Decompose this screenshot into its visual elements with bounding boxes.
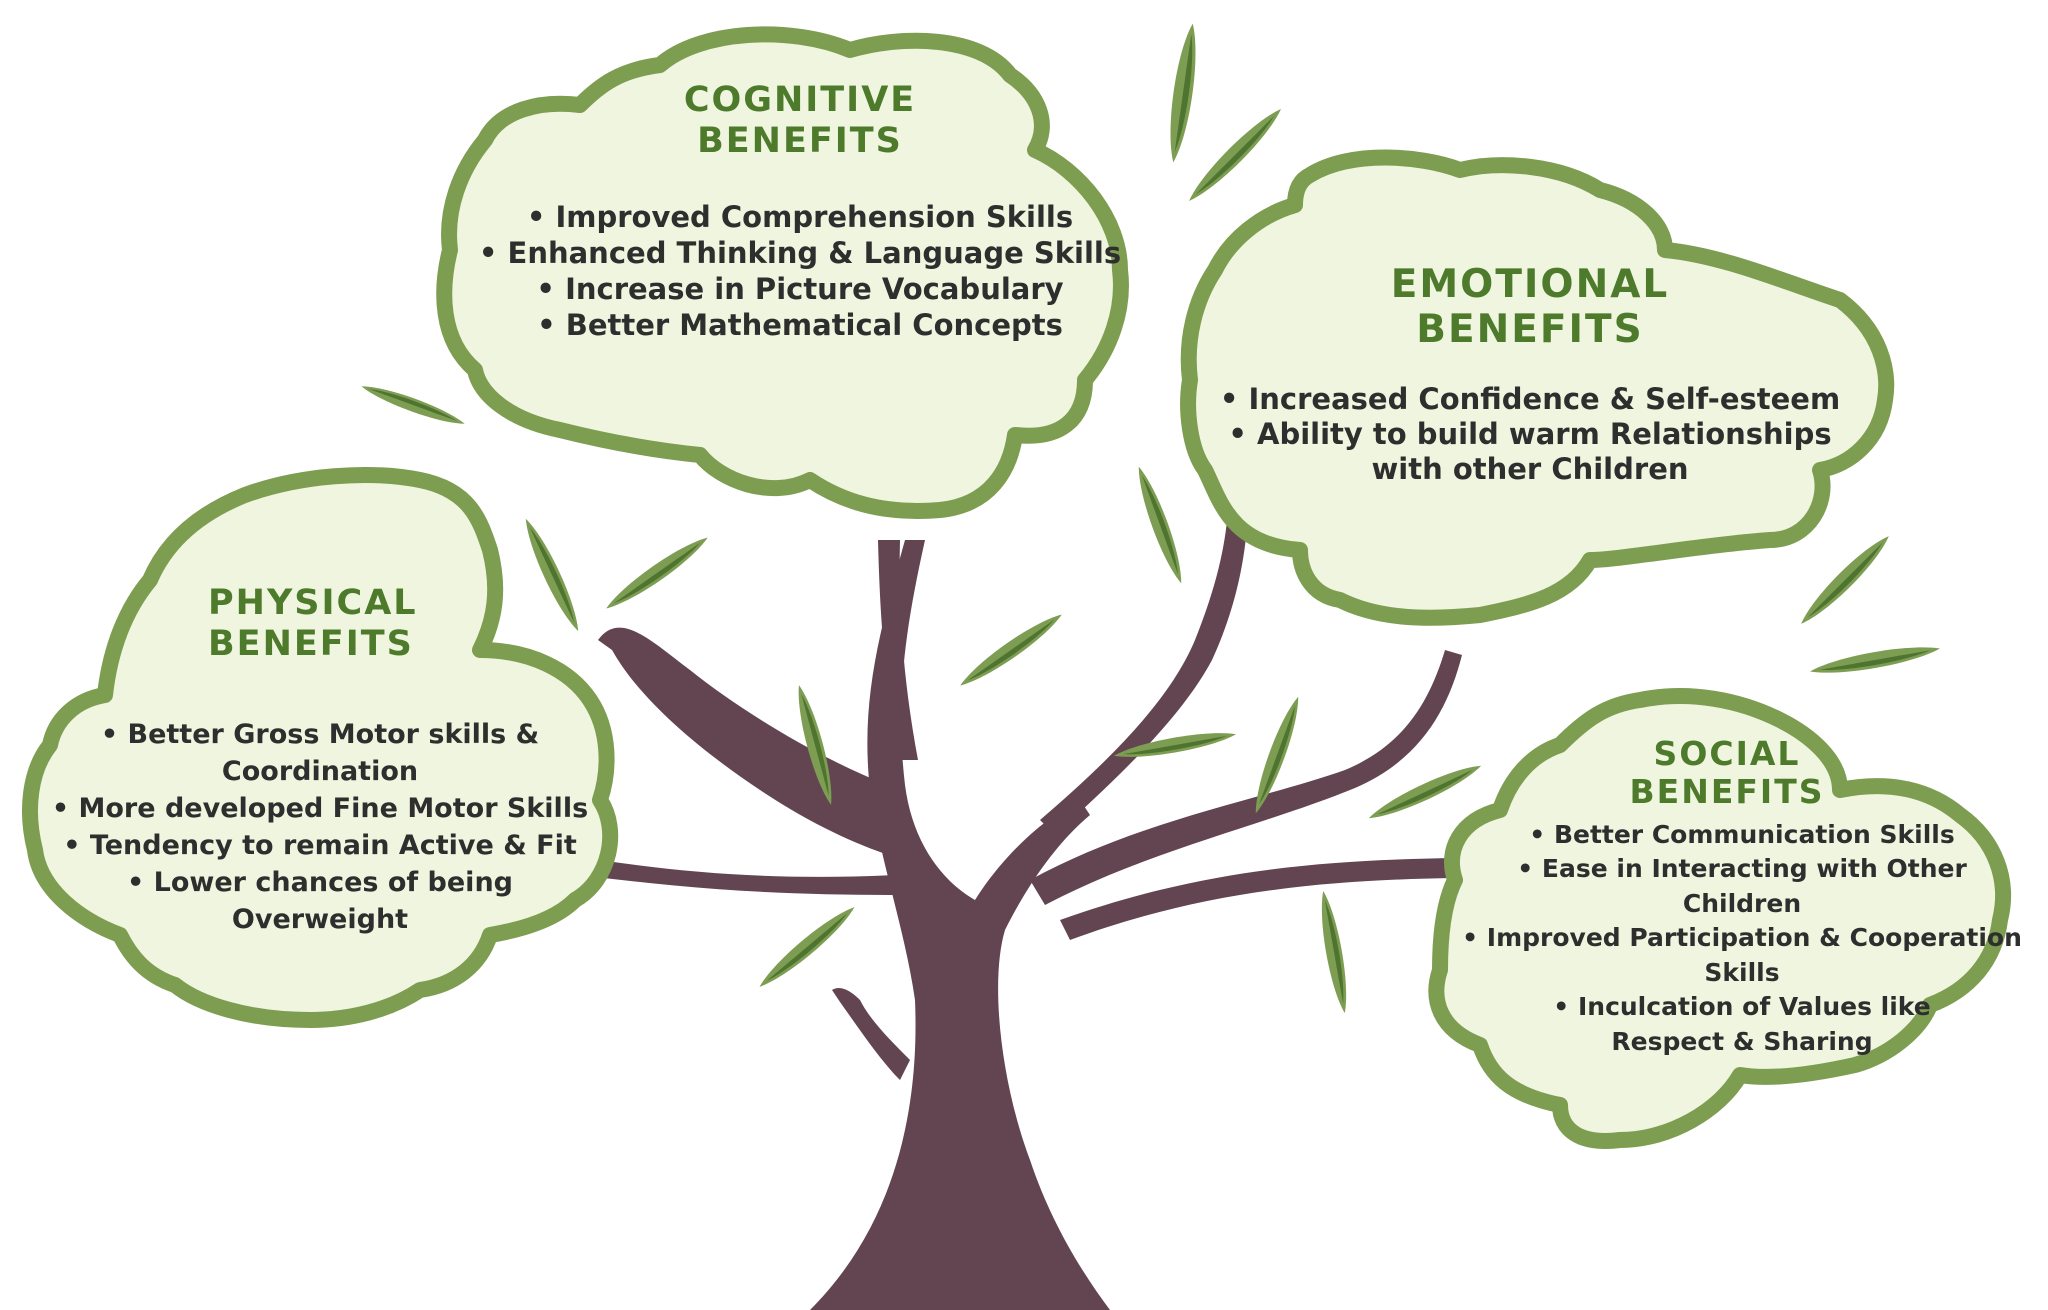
list-item: Better Gross Motor skills &Coordination (40, 716, 600, 790)
emotional-list: Increased Confidence & Self-esteem Abili… (1200, 382, 1860, 487)
branch-emotional (1040, 510, 1248, 835)
list-item: More developed Fine Motor Skills (40, 790, 600, 827)
list-item: Increase in Picture Vocabulary (470, 271, 1130, 307)
branch-stub (832, 988, 910, 1080)
branch-social-lower (1060, 858, 1455, 940)
leaf (359, 380, 467, 430)
leaf (1183, 103, 1287, 207)
list-item: Tendency to remain Active & Fit (40, 827, 600, 864)
physical-title: PHYSICAL BENEFITS (208, 583, 418, 664)
leaf (1808, 640, 1942, 680)
cognitive-list: Improved Comprehension Skills Enhanced T… (470, 199, 1130, 343)
physical-block: PHYSICAL BENEFITS Better Gross Motor ski… (40, 583, 600, 938)
list-item: Improved Participation & CooperationSkil… (1462, 921, 2022, 990)
list-item: Ability to build warm Relationshipswith … (1200, 417, 1860, 487)
tree-trunk (520, 510, 1462, 1310)
list-item: Enhanced Thinking & Language Skills (470, 235, 1130, 271)
list-item: Increased Confidence & Self-esteem (1200, 382, 1860, 417)
leaf (1163, 22, 1203, 164)
emotional-title: EMOTIONAL BENEFITS (1390, 262, 1670, 353)
leaf (1795, 530, 1895, 630)
cognitive-block: COGNITIVE BENEFITS Improved Comprehensio… (470, 80, 1130, 343)
leaf (1131, 464, 1189, 586)
branch-social-upper (1030, 650, 1462, 905)
list-item: Better Mathematical Concepts (470, 307, 1130, 343)
emotional-block: EMOTIONAL BENEFITS Increased Confidence … (1200, 262, 1860, 487)
list-item: Improved Comprehension Skills (470, 199, 1130, 235)
cognitive-title: COGNITIVE BENEFITS (683, 80, 917, 161)
physical-list: Better Gross Motor skills &Coordination … (40, 716, 600, 938)
trunk-body (810, 540, 1110, 1310)
list-item: Ease in Interacting with Other Children (1462, 852, 2022, 921)
list-item: Better Communication Skills (1462, 818, 2022, 853)
leaf (955, 607, 1067, 693)
branch-cognitive (878, 540, 918, 760)
social-title: SOCIAL BENEFITS (1629, 734, 1825, 812)
leaf (1315, 889, 1353, 1015)
branch-physical-upper (598, 627, 905, 860)
leaf (754, 901, 860, 993)
social-block: SOCIAL BENEFITS Better Communication Ski… (1462, 734, 2022, 1060)
leaf (601, 530, 713, 616)
branch-physical-lower (520, 850, 898, 895)
social-list: Better Communication Skills Ease in Inte… (1462, 818, 2022, 1060)
